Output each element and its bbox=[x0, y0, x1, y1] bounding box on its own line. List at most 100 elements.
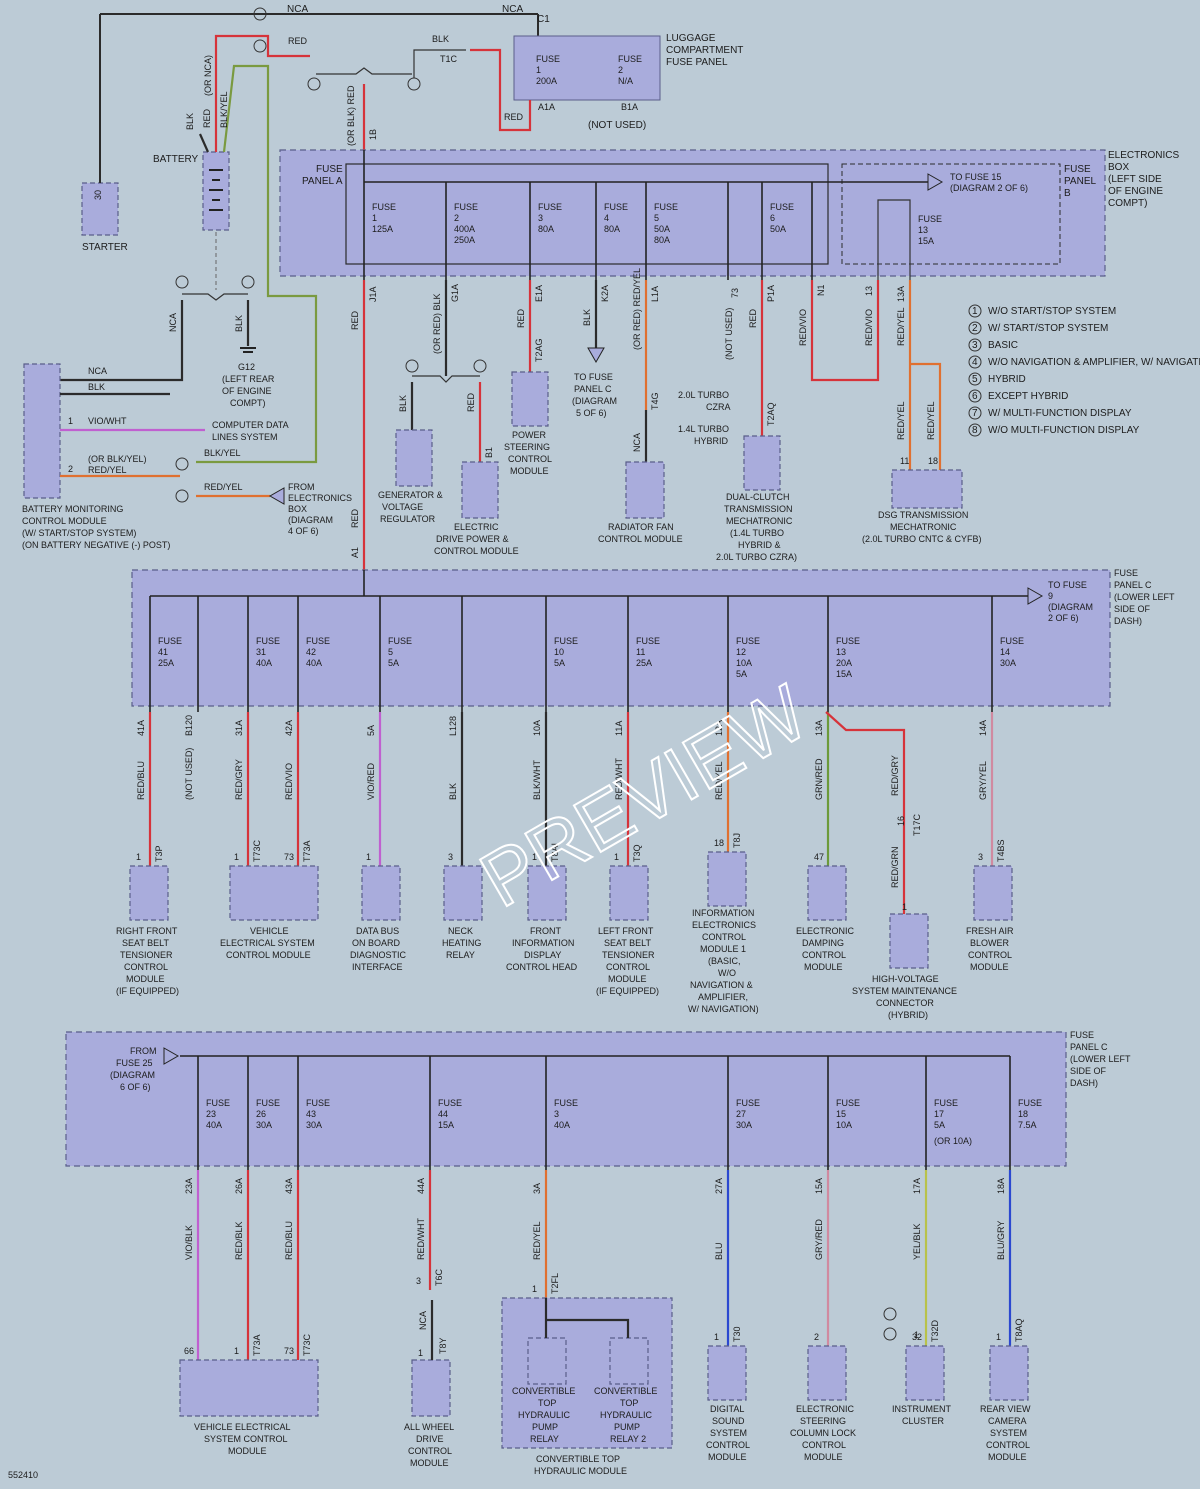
red-yel-bm: RED/YEL bbox=[88, 465, 127, 475]
t2aq: T2AQ bbox=[766, 402, 776, 426]
k2a-blk: BLK bbox=[582, 309, 592, 326]
opt-7 bbox=[883, 1307, 897, 1321]
cdl-a: COMPUTER DATA bbox=[212, 420, 289, 430]
n1: N1 bbox=[816, 284, 826, 296]
opt-5-gen bbox=[473, 359, 487, 373]
nhr-box bbox=[443, 865, 483, 921]
svg-text:FUSE: FUSE bbox=[604, 202, 628, 212]
fuse-label: FUSE bbox=[256, 636, 280, 646]
b-dss-4: CONTROL bbox=[706, 1440, 750, 1450]
j1a-red: RED bbox=[350, 310, 360, 330]
dss-box bbox=[707, 1345, 747, 1401]
fpc2-e: DASH) bbox=[1070, 1078, 1098, 1088]
ic-pin1: 1 bbox=[914, 1330, 919, 1340]
to-fpc-arrow bbox=[587, 347, 605, 364]
fuse-number: 12 bbox=[736, 647, 746, 657]
comp-conn: T6C bbox=[434, 1268, 444, 1286]
iecm-box bbox=[707, 851, 747, 907]
bmcm-box bbox=[23, 363, 61, 499]
nca-label-2: NCA bbox=[502, 4, 523, 15]
b-dss-2: SOUND bbox=[712, 1416, 745, 1426]
c-ie-8: AMPLIFIER, bbox=[698, 992, 748, 1002]
hv-box bbox=[889, 913, 929, 969]
b-rv-3: SYSTEM bbox=[990, 1428, 1027, 1438]
c-vescm-1: VEHICLE bbox=[250, 926, 289, 936]
fuse-label: FUSE bbox=[836, 1098, 860, 1108]
b-es-2: STEERING bbox=[800, 1416, 846, 1426]
wire-label: RED/GRY bbox=[234, 759, 244, 800]
fpc-label-e: DASH) bbox=[1114, 616, 1142, 626]
luggage-fuse-panel bbox=[513, 35, 661, 101]
wire-label: BLK bbox=[448, 783, 458, 800]
p1a-red: RED bbox=[748, 308, 758, 328]
opt-2 bbox=[175, 275, 189, 289]
legend-num: 3 bbox=[972, 340, 978, 351]
fuse-label: FUSE bbox=[736, 636, 760, 646]
edcm-box bbox=[807, 865, 847, 921]
b-es-4: CONTROL bbox=[802, 1440, 846, 1450]
edp-l2: DRIVE POWER & bbox=[436, 534, 509, 544]
hv-t17c: T17C bbox=[912, 813, 922, 836]
b1: B1 bbox=[484, 447, 494, 458]
psc-l1: POWER bbox=[512, 430, 547, 440]
blkyel-bm: BLK/YEL bbox=[204, 448, 241, 458]
awd-nca: NCA bbox=[418, 1311, 428, 1330]
c-ie-4: MODULE 1 bbox=[700, 944, 746, 954]
b-ct2-5: RELAY 2 bbox=[610, 1434, 646, 1444]
ctr2-box bbox=[609, 1337, 649, 1385]
c-ie-6: W/O bbox=[718, 968, 736, 978]
bm-l1: BATTERY MONITORING bbox=[22, 504, 123, 514]
b-ct2-4: PUMP bbox=[614, 1422, 640, 1432]
to-fuse15-2: (DIAGRAM 2 OF 6) bbox=[950, 183, 1028, 193]
j1a: J1A bbox=[368, 286, 378, 302]
dct-l1: DUAL-CLUTCH bbox=[726, 492, 790, 502]
cthm-wire-2 bbox=[546, 1318, 630, 1338]
c-rfsbt-5: MODULE bbox=[126, 974, 165, 984]
g12-a: G12 bbox=[238, 362, 255, 372]
hv-16: 16 bbox=[896, 816, 906, 826]
from-eb-c: BOX bbox=[288, 504, 307, 514]
wire-label: YEL/BLK bbox=[912, 1223, 922, 1260]
fuse-conn: 27A bbox=[714, 1178, 724, 1194]
bmcm-blk: BLK bbox=[88, 382, 105, 392]
t4g: T4G bbox=[650, 392, 660, 410]
or-blkyel: (OR BLK/YEL) bbox=[88, 454, 147, 464]
fuse-conn: B120 bbox=[184, 715, 194, 736]
rfsbt-box bbox=[129, 865, 169, 921]
fuse-number: 27 bbox=[736, 1109, 746, 1119]
wire-label: RED/WHT bbox=[614, 758, 624, 800]
c-vescm-2: ELECTRICAL SYSTEM bbox=[220, 938, 315, 948]
edp-box bbox=[461, 461, 499, 519]
dsg-pin11: 11 bbox=[900, 456, 909, 466]
lug-fuse2: FUSE bbox=[618, 54, 642, 64]
c-lf-4: CONTROL bbox=[606, 962, 650, 972]
orblk-label: (OR BLK) RED bbox=[346, 85, 356, 146]
comp-conn: T8AI bbox=[550, 843, 560, 862]
c-rfsbt-3: TENSIONER bbox=[120, 950, 173, 960]
bmcm-nca: NCA bbox=[88, 366, 107, 376]
wire-label: BLU/GRY bbox=[996, 1221, 1006, 1260]
option-circle-5a bbox=[253, 7, 267, 21]
fpc2-c: (LOWER LEFT bbox=[1070, 1054, 1131, 1064]
legend-marker bbox=[968, 389, 982, 403]
ff25-a: FROM bbox=[130, 1046, 157, 1056]
lug-fuse1-n: 1 bbox=[536, 65, 541, 75]
from-eb-d: (DIAGRAM bbox=[288, 515, 333, 525]
fuse-label: FUSE bbox=[206, 1098, 230, 1108]
bmcm-pin1: 1 bbox=[68, 416, 73, 426]
fuse-label: FUSE bbox=[306, 636, 330, 646]
edp-l3: CONTROL MODULE bbox=[434, 546, 519, 556]
fuse-conn: 5A bbox=[366, 725, 376, 736]
wire-label: RED/BLU bbox=[284, 1221, 294, 1260]
wire-label: BLK/WHT bbox=[532, 759, 542, 800]
hv-pin1: 1 bbox=[902, 902, 907, 912]
g12-c: OF ENGINE bbox=[222, 386, 272, 396]
to-fuse15: TO FUSE 15 bbox=[950, 172, 1001, 182]
fuse-label: FUSE bbox=[836, 636, 860, 646]
not-used-label: (NOT USED) bbox=[588, 120, 646, 131]
fuse-panel-b bbox=[841, 163, 1061, 265]
c-fi-4: CONTROL HEAD bbox=[506, 962, 578, 972]
rfc-l2: CONTROL MODULE bbox=[598, 534, 683, 544]
